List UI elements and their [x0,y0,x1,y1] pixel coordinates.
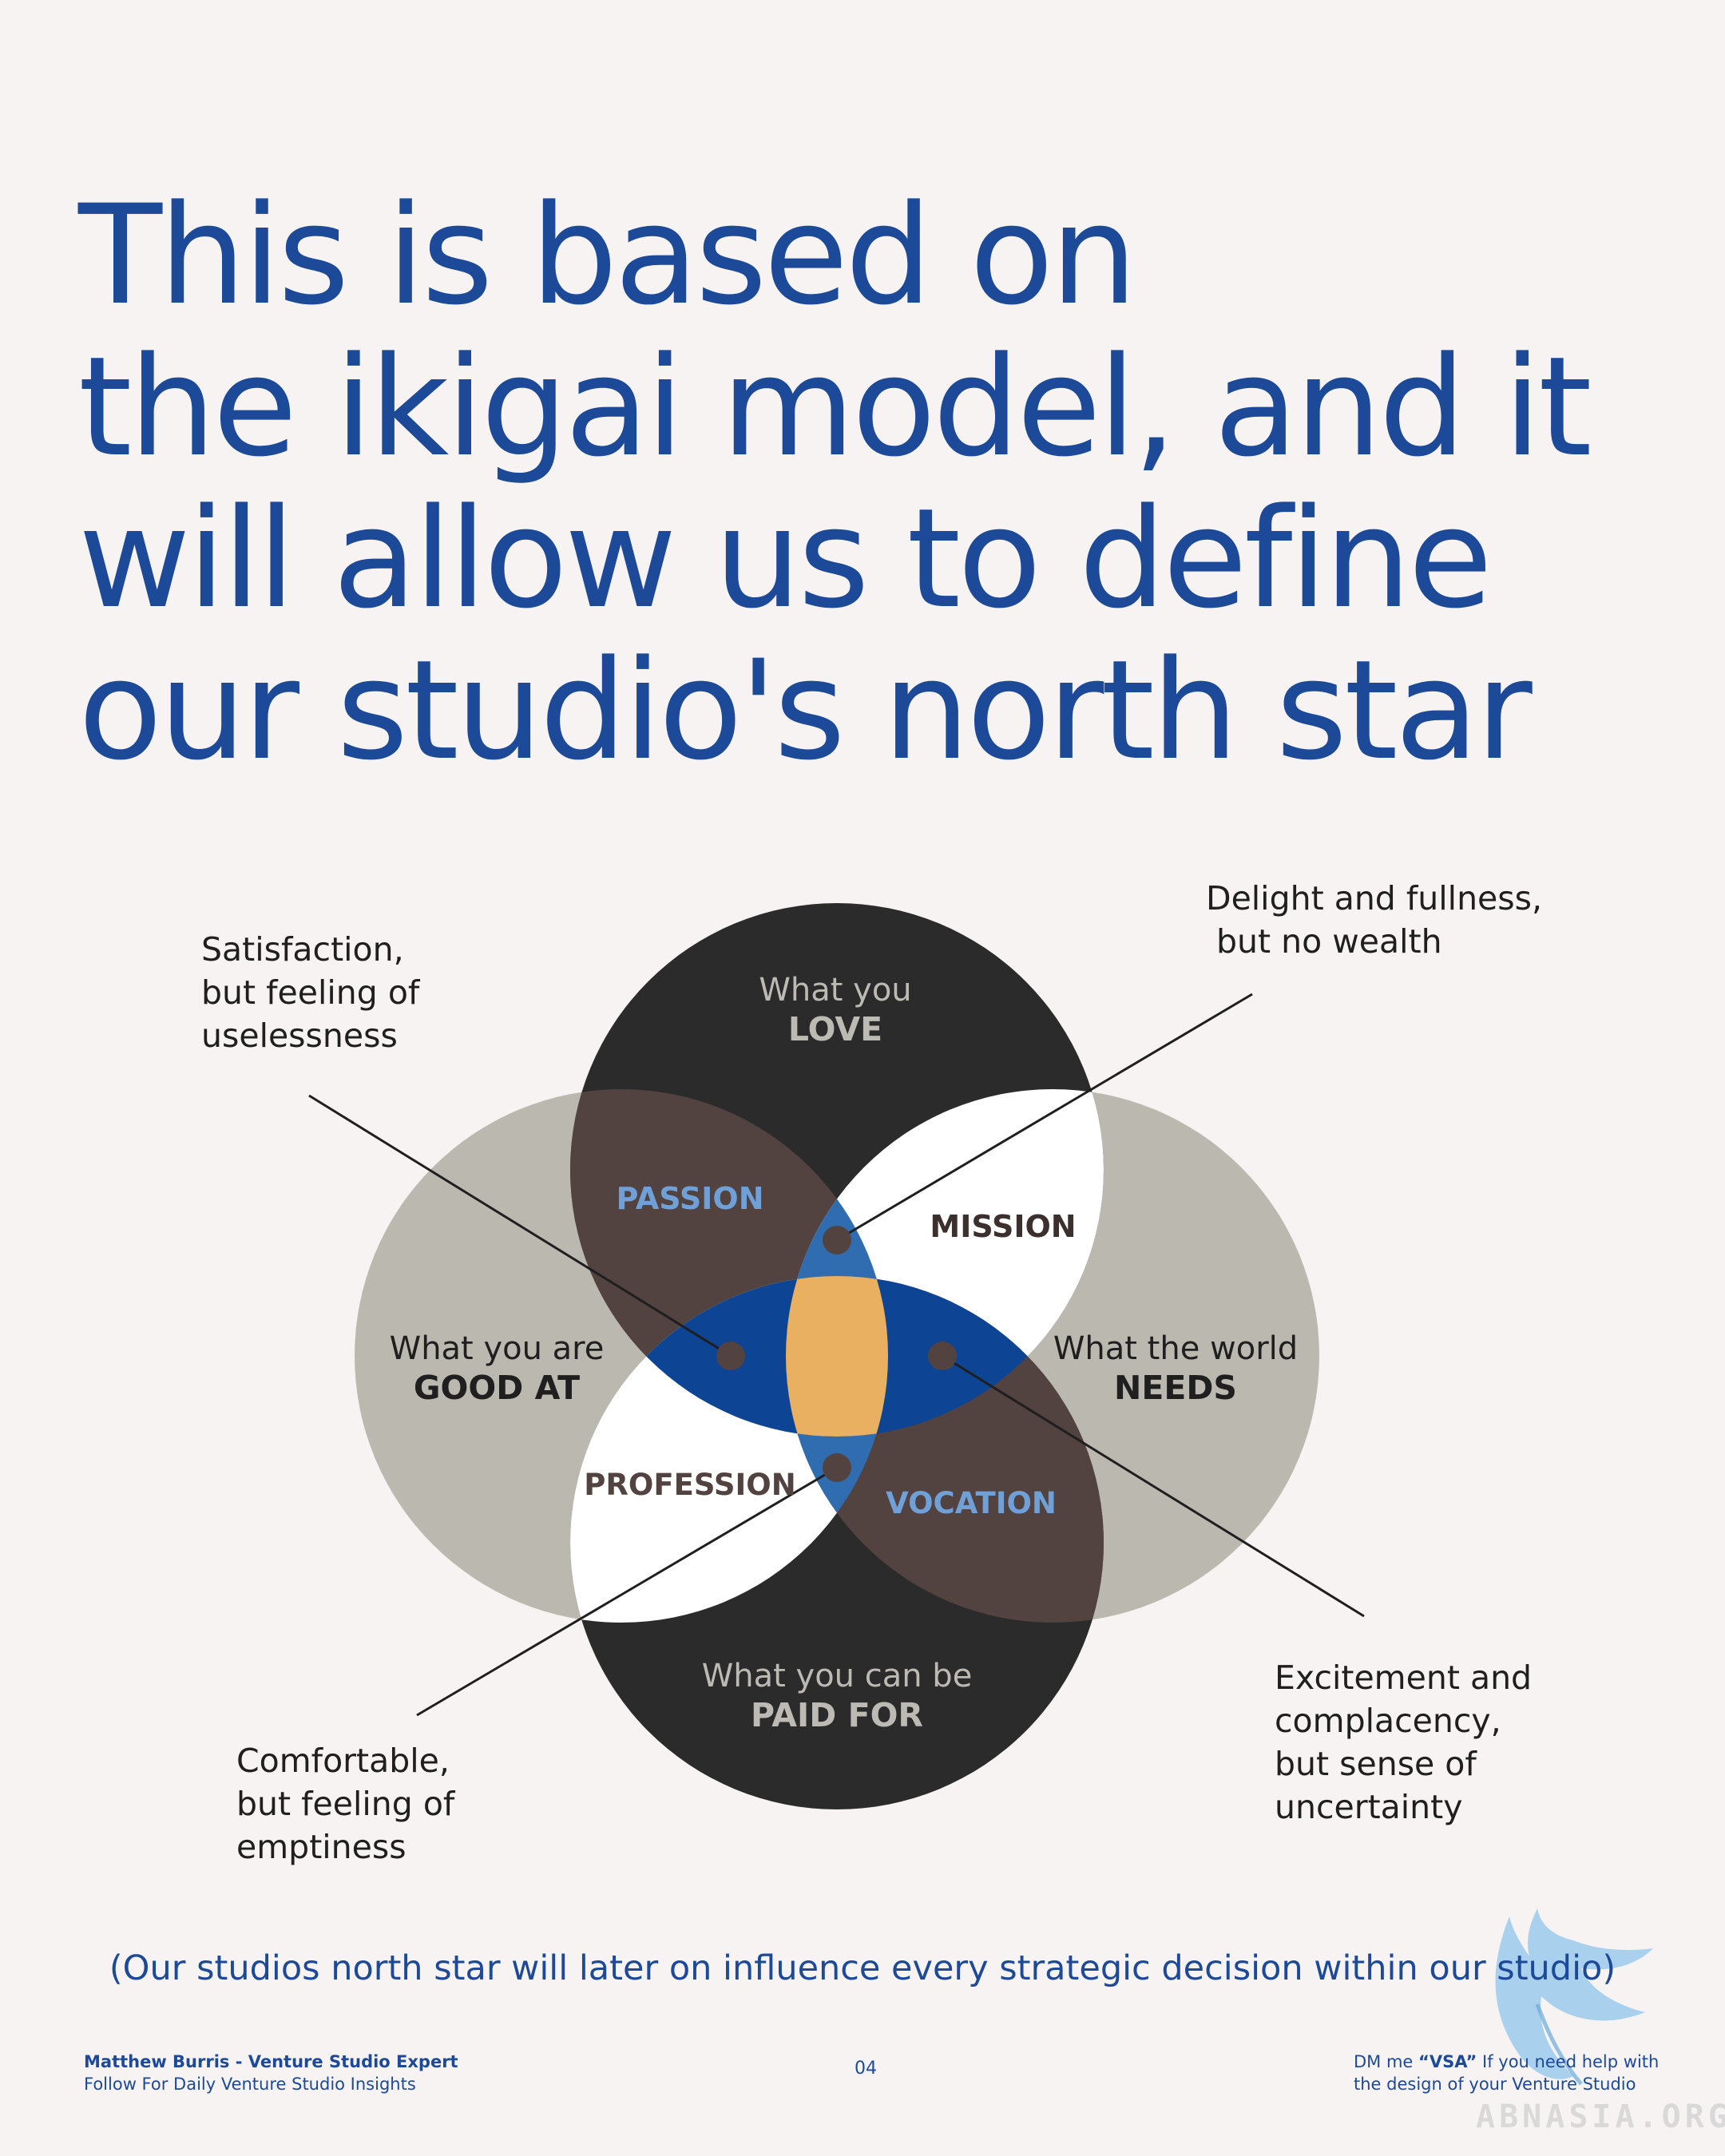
annotation-top-right: Delight and fullness, but no wealth [1206,877,1542,963]
headline-line-4: our studio's north star [78,630,1533,791]
headline-line-2: the ikigai model, and it [78,327,1592,487]
annotation-bottom-right: Excitement and complacency, but sense of… [1275,1656,1532,1829]
dm-line-1: DM me “VSA” If you need help with [1354,2051,1660,2073]
footer-note: (Our studios north star will later on in… [109,1948,1616,1988]
dm-line-2: the design of your Venture Studio [1354,2075,1636,2094]
headline: This is based on the ikigai model, and i… [78,180,1660,787]
watermark-text: ABNASIA.ORG [1476,2099,1725,2135]
headline-line-3: will allow us to define [78,478,1493,639]
author-block: Matthew Burris - Venture Studio Expert F… [84,2051,458,2095]
connector-line-bottom-left [416,1466,838,1717]
annotation-bottom-left: Comfortable, but feeling of emptiness [236,1739,454,1869]
annotation-top-right-line1: Delight and fullness, [1206,879,1543,917]
connector-line-top-left [308,1094,732,1357]
page-number: 04 [855,2059,877,2079]
annotation-bottom-right-line4: uncertainty [1275,1788,1463,1826]
bird-logo-icon [1495,1908,1653,2086]
paid-for-label-line2: PAID FOR [751,1696,923,1734]
needs-label-line2: NEEDS [1114,1369,1237,1407]
annotation-bottom-right-line1: Excitement and [1275,1659,1533,1697]
headline-line-1: This is based on [78,175,1137,335]
dot-paid-profession [823,1453,851,1482]
author-name: Matthew Burris - Venture Studio Expert [84,2052,458,2071]
annotation-top-left: Satisfaction, but feeling of uselessness [201,928,419,1057]
annotation-bottom-right-line2: complacency, [1275,1702,1501,1740]
annotation-bottom-left-line3: emptiness [236,1828,406,1866]
dm-prefix: DM me [1354,2052,1419,2071]
annotation-bottom-right-line3: but sense of [1275,1745,1477,1783]
annotation-top-right-line2: but no wealth [1206,922,1442,961]
author-tagline: Follow For Daily Venture Studio Insights [84,2075,416,2094]
passion-label: PASSION [616,1181,763,1216]
annotation-bottom-left-line1: Comfortable, [236,1742,450,1780]
love-label-line2: LOVE [788,1010,882,1048]
dot-love-mission [823,1226,851,1254]
annotation-top-left-line3: uselessness [201,1017,398,1055]
vocation-label: VOCATION [886,1486,1057,1520]
good-at-label-line1: What you are [390,1330,605,1367]
paid-for-label-line1: What you can be [702,1658,973,1694]
profession-label: PROFESSION [584,1468,795,1502]
good-at-label-line2: GOOD AT [414,1369,580,1407]
annotation-top-left-line1: Satisfaction, [201,930,404,969]
mission-label: MISSION [930,1209,1076,1244]
needs-label-line1: What the world [1053,1330,1298,1367]
love-label-line1: What you [759,972,911,1009]
connector-line-bottom-right [942,1354,1365,1618]
dm-callout: DM me “VSA” If you need help with the de… [1354,2051,1660,2095]
annotation-bottom-left-line2: but feeling of [236,1785,455,1823]
dot-passion-needs [716,1342,745,1370]
dm-suffix: If you need help with [1477,2052,1660,2071]
annotation-top-left-line2: but feeling of [201,973,420,1012]
connector-line-top-right [836,993,1253,1242]
dm-keyword: “VSA” [1418,2052,1477,2071]
dot-good-mission [928,1342,957,1370]
